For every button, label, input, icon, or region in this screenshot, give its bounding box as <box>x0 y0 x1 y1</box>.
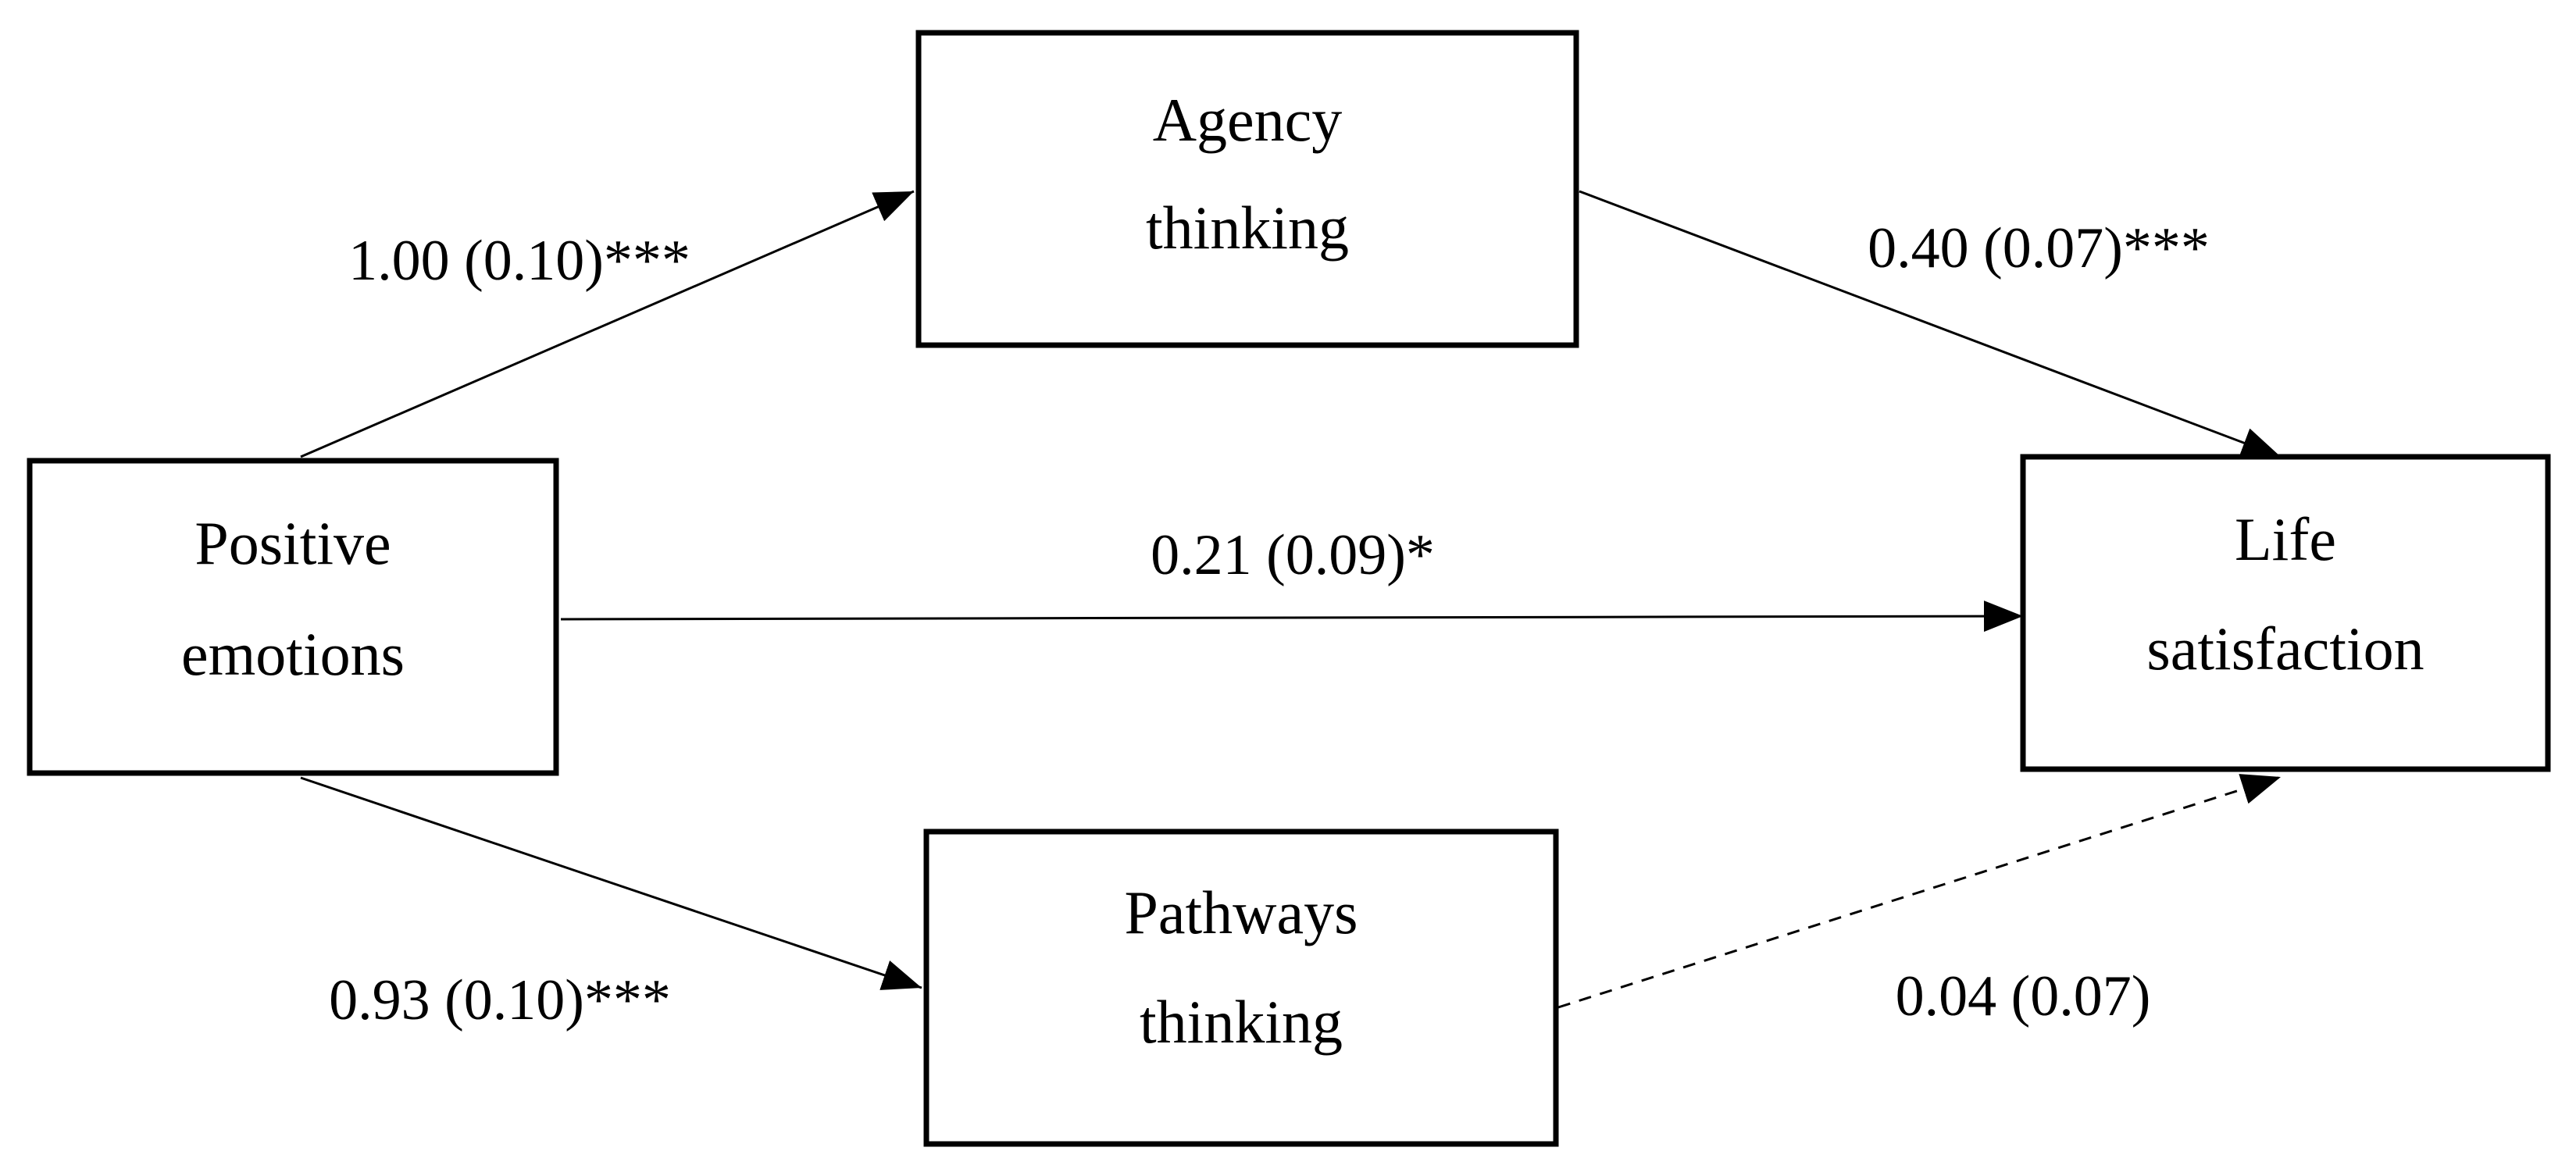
node-life-satisfaction-line2: satisfaction <box>2146 615 2424 682</box>
node-positive-emotions: Positive emotions <box>27 458 559 776</box>
node-life-satisfaction: Life satisfaction <box>2020 454 2551 772</box>
node-positive-emotions-line1: Positive <box>194 509 391 577</box>
node-agency-thinking: Agency thinking <box>915 30 1579 348</box>
edge-label-positive-to-pathways: 0.93 (0.10)*** <box>329 968 671 1032</box>
edges <box>300 190 2282 1009</box>
edge-positive-to-agency <box>300 190 915 458</box>
node-pathways-thinking: Pathways thinking <box>923 829 1559 1147</box>
edge-positive-to-life <box>560 600 2024 633</box>
node-pathways-thinking-line2: thinking <box>1140 988 1343 1056</box>
node-agency-thinking-line1: Agency <box>1153 86 1343 154</box>
node-agency-thinking-line2: thinking <box>1146 194 1349 262</box>
edge-label-positive-to-life: 0.21 (0.09)* <box>1151 523 1435 587</box>
edge-pathways-to-life <box>1557 774 2282 1009</box>
edge-labels: 1.00 (0.10)*** 0.40 (0.07)*** 0.21 (0.09… <box>329 216 2210 1032</box>
edge-label-positive-to-agency: 1.00 (0.10)*** <box>348 229 690 293</box>
edge-label-pathways-to-life: 0.04 (0.07) <box>1896 964 2151 1028</box>
node-positive-emotions-line2: emotions <box>181 620 405 688</box>
node-life-satisfaction-line1: Life <box>2235 505 2336 573</box>
edge-agency-to-life <box>1579 190 2282 458</box>
node-pathways-thinking-line1: Pathways <box>1125 878 1358 946</box>
edge-label-agency-to-life: 0.40 (0.07)*** <box>1868 216 2210 280</box>
edge-positive-to-pathways <box>300 776 922 990</box>
